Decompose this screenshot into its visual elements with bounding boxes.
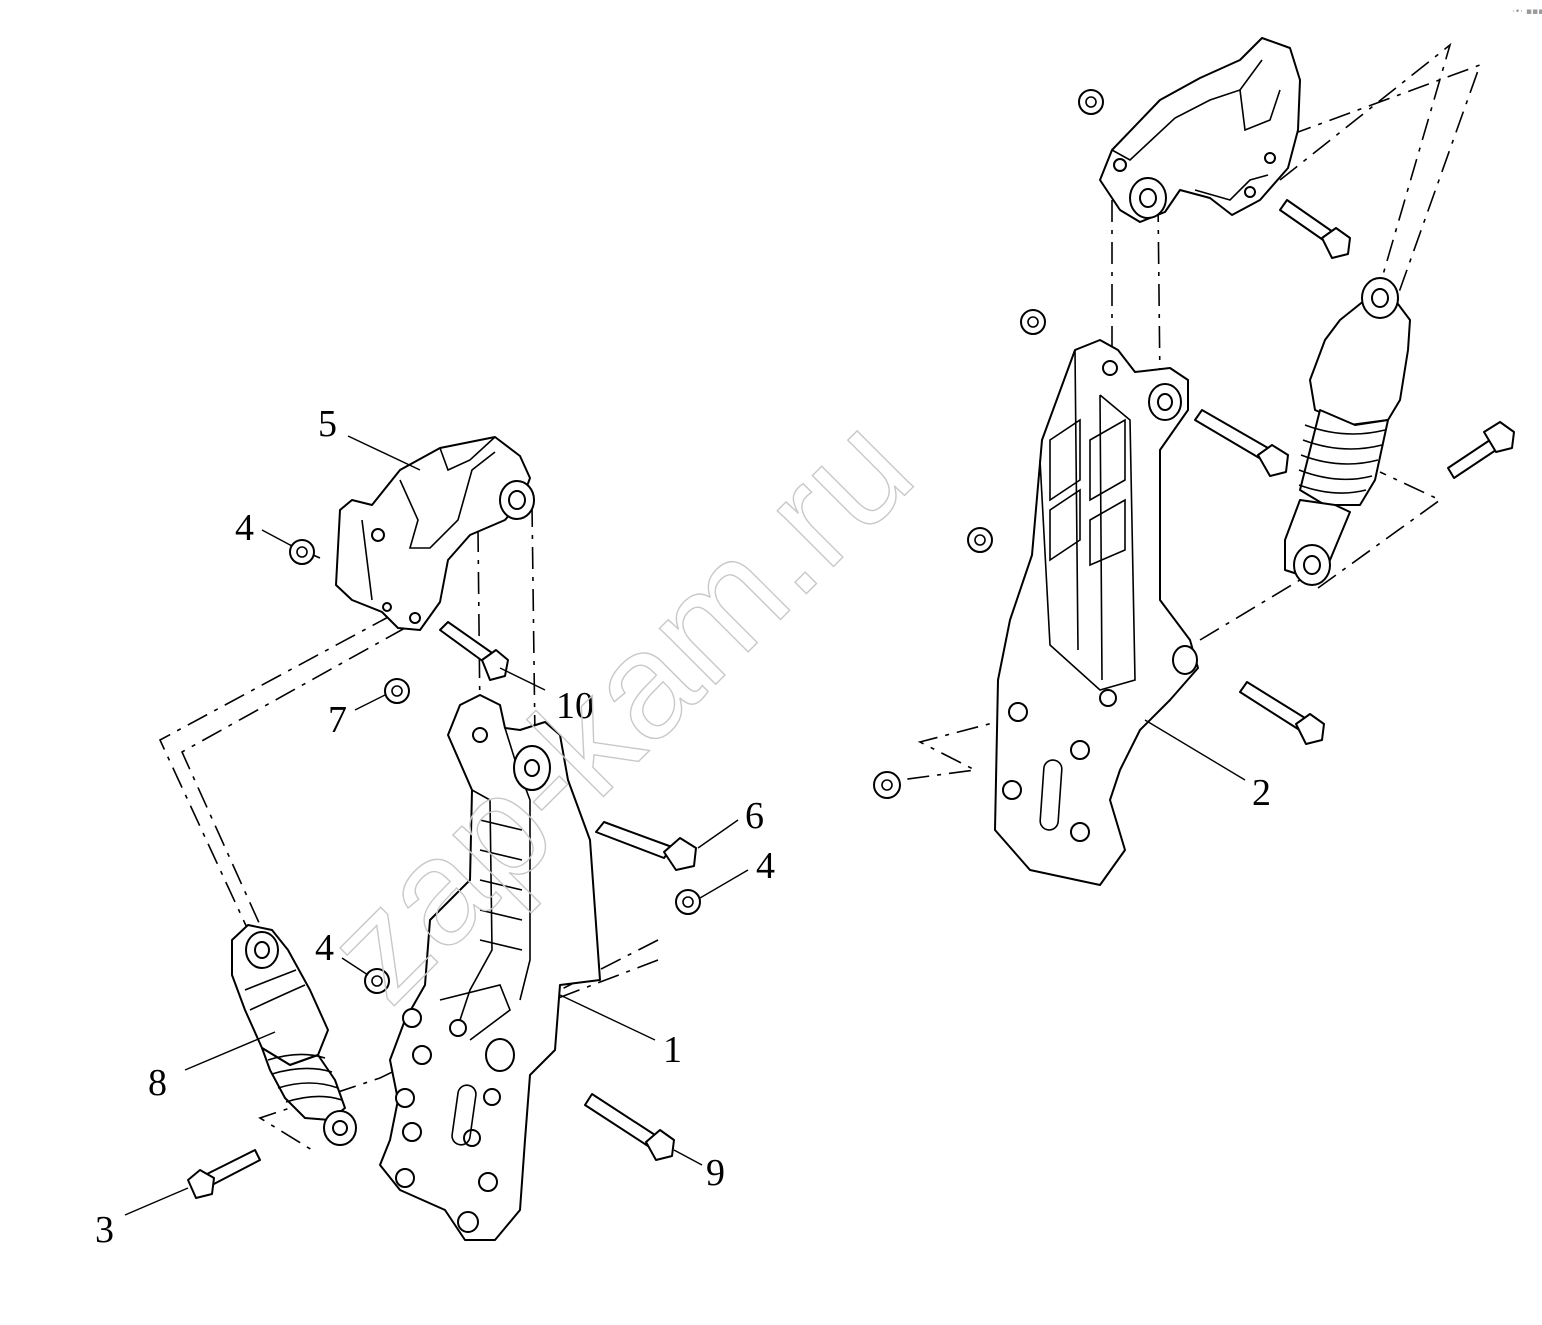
callout-4-right: 4 [756,845,775,887]
bolt-10 [439,621,509,681]
callout-4-middle: 4 [315,927,334,969]
left-shock-absorber-8 [231,924,357,1146]
callout-2: 2 [1252,772,1271,814]
callout-3: 3 [95,1209,114,1251]
nut-right-upper [1020,309,1046,335]
bolt-6 [595,821,697,871]
right-alignment-lines [899,42,1482,781]
nut-right-lower [873,771,901,799]
nut-7 [384,678,410,704]
nut-right-top [1078,89,1104,115]
callout-4-upper: 4 [235,507,254,549]
corner-mark: ·•· ▪▪▪ [1512,7,1542,17]
callout-9: 9 [706,1152,725,1194]
bolt-9 [584,1093,675,1161]
left-fasteners [187,539,701,1199]
bolt-right-shock [1447,421,1515,479]
callout-8: 8 [148,1062,167,1104]
bolt-3 [187,1149,261,1199]
nut-4-upper [289,539,315,565]
nut-4-middle [364,968,390,994]
callout-6: 6 [745,795,764,837]
nut-right-middle [967,527,993,553]
nut-4-right [675,889,701,915]
callout-5: 5 [318,403,337,445]
bolt-right-low [1239,681,1325,745]
bolt-right-top [1279,199,1351,259]
callout-7: 7 [328,699,347,741]
right-shock-absorber [1284,277,1411,586]
right-bracket-2 [994,339,1199,886]
callout-10: 10 [556,685,594,727]
right-upper-lock [1099,37,1301,223]
left-upper-lock-5 [335,436,535,631]
right-fasteners [873,89,1515,799]
bolt-right-mid [1194,409,1289,477]
callout-1: 1 [663,1029,682,1071]
callout-leaders [124,435,1246,1216]
left-bracket-1 [379,694,601,1241]
